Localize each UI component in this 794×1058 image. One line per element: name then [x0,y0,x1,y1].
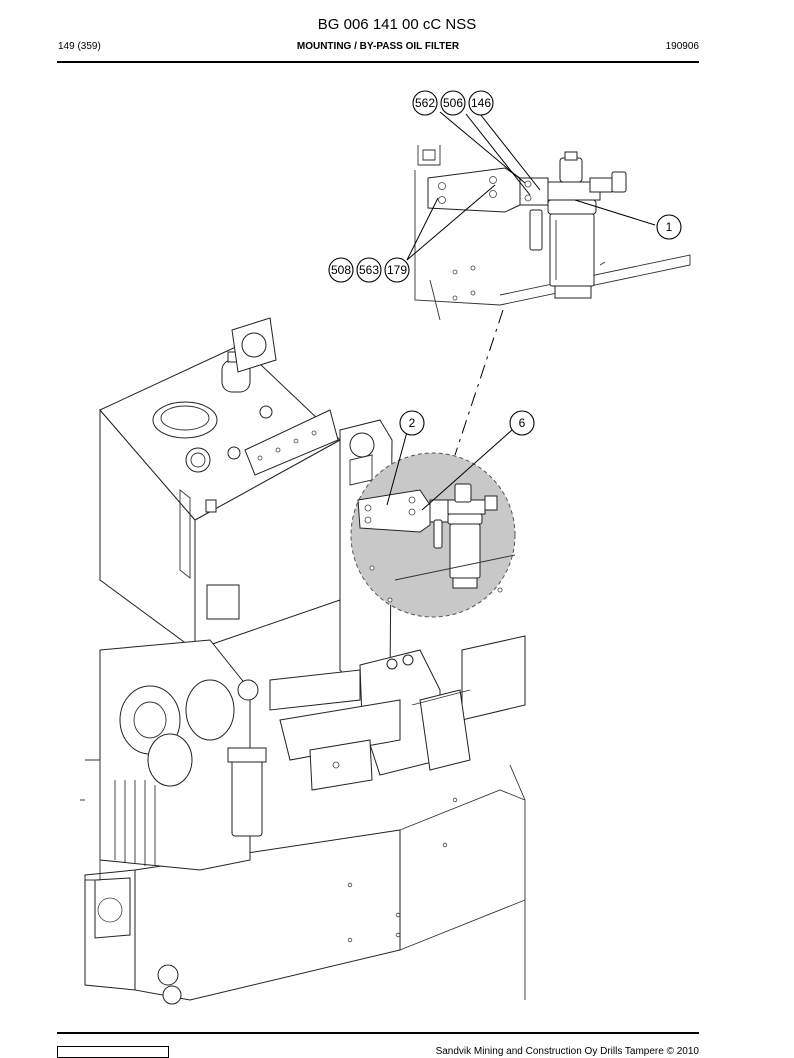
callout-562: 562 [412,90,438,116]
transmission-assembly [80,639,401,881]
hydraulic-tank [99,317,341,651]
callout-508: 508 [328,257,354,283]
callout-179-label: 179 [387,263,407,277]
callout-2-label: 2 [409,416,416,430]
callout-6-label: 6 [519,416,526,430]
callout-563: 563 [356,257,382,283]
leader-lines [386,111,656,511]
callout-508-label: 508 [331,263,351,277]
callout-2: 2 [399,410,425,436]
callout-6: 6 [509,410,535,436]
callout-506: 506 [440,90,466,116]
footer-copyright: Sandvik Mining and Construction Oy Drill… [435,1046,699,1057]
callout-146-label: 146 [471,96,491,110]
detail-leader-line [454,309,504,456]
callout-563-label: 563 [359,263,379,277]
callout-179: 179 [384,257,410,283]
callout-506-label: 506 [443,96,463,110]
callout-1: 1 [656,214,682,240]
detail-highlight-circle [350,452,516,618]
date-code: 190906 [665,41,699,52]
callout-1-label: 1 [666,220,673,234]
section-title: MOUNTING / BY-PASS OIL FILTER [296,41,460,52]
document-title: BG 006 141 00 cC NSS [317,16,477,33]
footer-rule [57,1032,699,1034]
callout-562-label: 562 [415,96,435,110]
sandvik-logo [57,1046,169,1058]
page-reference: 149 (359) [58,41,101,52]
header-rule [57,61,699,63]
upper-filter-assembly [414,145,691,321]
callout-146: 146 [468,90,494,116]
